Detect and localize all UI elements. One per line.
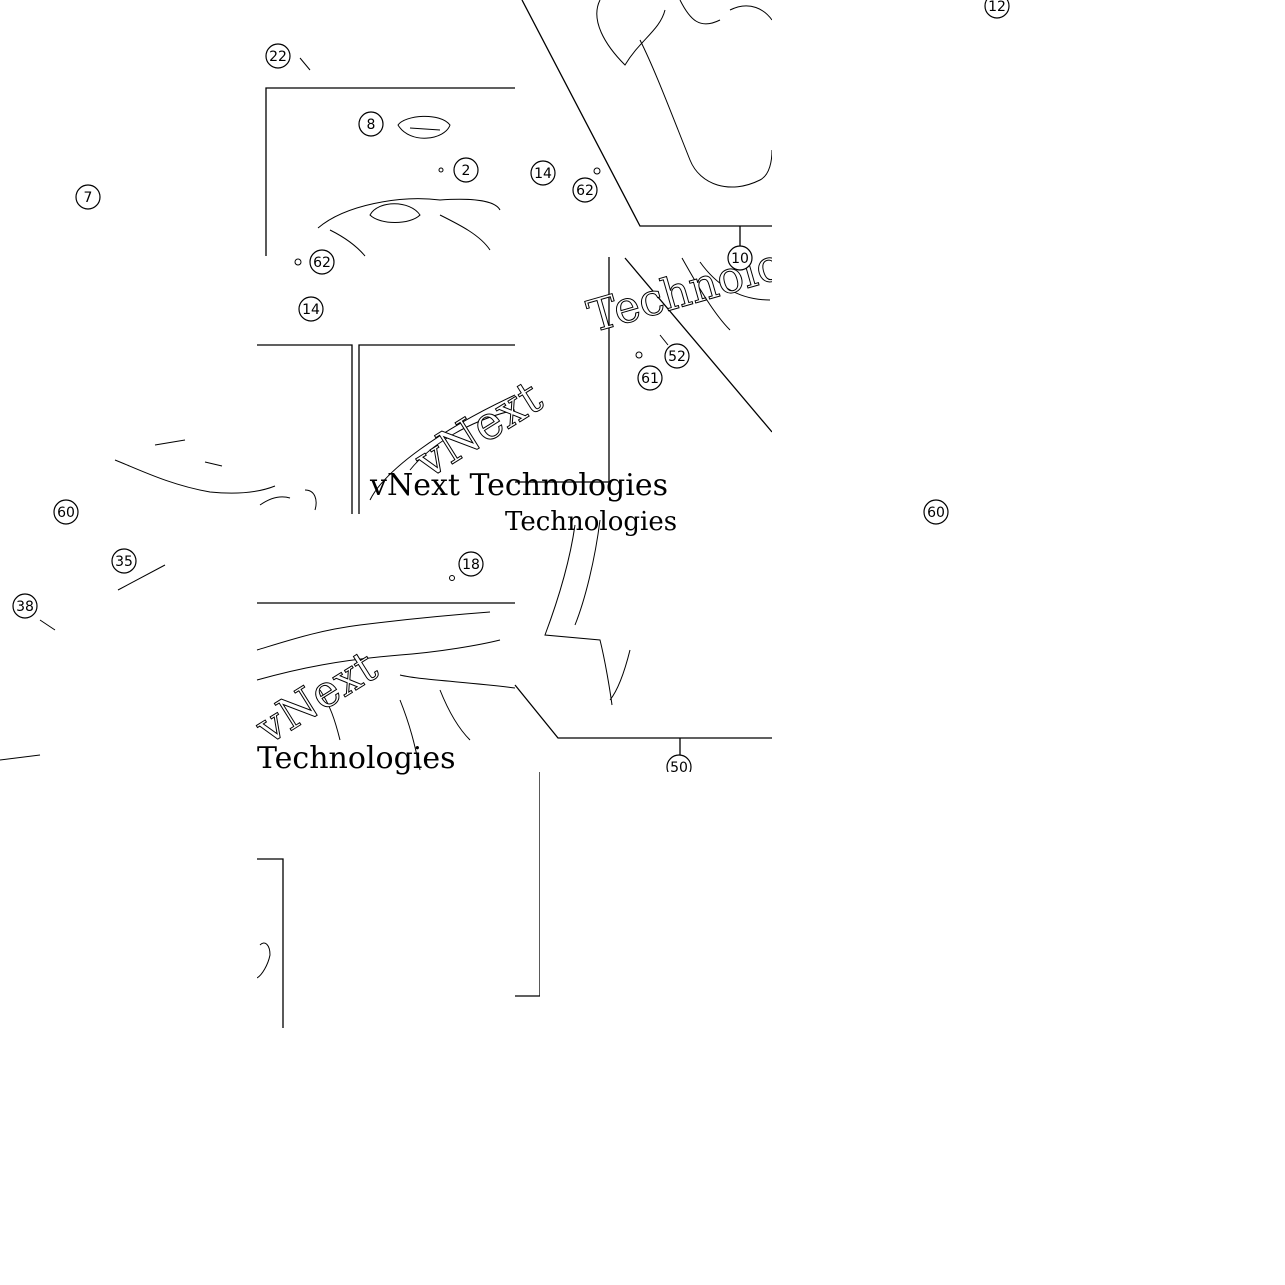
callout-label: 14	[534, 166, 552, 182]
callout-label: 60	[927, 505, 945, 521]
callout-14: 14	[530, 160, 556, 186]
callouts-right: 12 60	[923, 0, 1010, 525]
callout-52: 52	[664, 343, 690, 369]
callout-label: 12	[988, 0, 1006, 15]
callout-label: 62	[313, 255, 331, 271]
callout-label: 38	[16, 599, 34, 615]
callout-10: 10	[727, 245, 753, 271]
callout-label: 52	[668, 349, 686, 365]
callout-label: 18	[462, 557, 480, 573]
callout-label: 2	[462, 163, 471, 179]
callout-label: 22	[269, 49, 287, 65]
callout-2: 2	[453, 157, 479, 183]
callout-62: 62	[572, 177, 598, 203]
callout-60: 60	[923, 499, 949, 525]
callout-22: 22	[265, 43, 291, 69]
callout-14: 14	[298, 296, 324, 322]
callout-label: 8	[367, 117, 376, 133]
callout-label: 62	[576, 183, 594, 199]
watermark-line-5: vNext	[246, 641, 386, 755]
callout-61: 61	[637, 365, 663, 391]
callout-label: 60	[57, 505, 75, 521]
callout-12: 12	[984, 0, 1010, 19]
callout-62: 62	[309, 249, 335, 275]
callout-label: 14	[302, 302, 320, 318]
callout-7: 7	[75, 184, 101, 210]
callout-35: 35	[111, 548, 137, 574]
callout-label: 61	[641, 371, 659, 387]
part-sketches	[0, 0, 773, 979]
callout-label: 10	[731, 251, 749, 267]
callout-38: 38	[12, 593, 38, 619]
watermark-line-6: Technologies	[257, 741, 456, 776]
callout-18: 18	[458, 551, 484, 577]
watermark-line-4: Technologies	[505, 507, 677, 537]
watermark-line-1: vNext Technologies	[369, 468, 668, 503]
callout-8: 8	[358, 111, 384, 137]
callout-60: 60	[53, 499, 79, 525]
callout-label: 7	[84, 190, 93, 206]
callout-label: 35	[115, 554, 133, 570]
